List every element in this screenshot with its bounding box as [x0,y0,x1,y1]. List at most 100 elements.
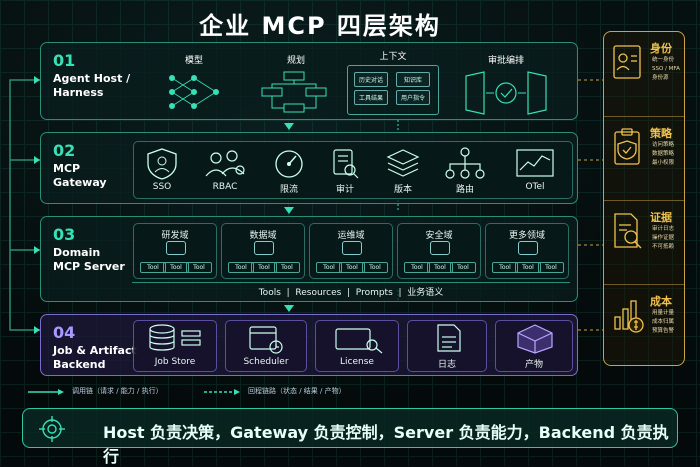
cost-chart-icon [614,300,644,333]
tool-chip: Tool [427,262,453,273]
layer-number: 01 [53,51,76,70]
page-title: 企业 MCP 四层架构 [199,12,441,40]
context-item: 工具结果 [354,90,388,105]
tool-chip: Tool [251,262,277,273]
tool-chip: Tool [316,262,342,273]
domain-label: 研发域 [161,231,189,241]
stage-planning: 规划 [251,53,341,119]
domain-icon [342,241,362,255]
target-icon [39,416,65,442]
tool-chip: Tool [339,262,365,273]
backend-scheduler: Scheduler [225,320,307,372]
backend-item-label: License [340,357,374,367]
layer-name: Agent Host / Harness [53,72,131,99]
gateway-version: 版本 [378,146,428,196]
log-file-icon [437,324,461,352]
governance-label: 证据 [650,211,672,224]
layer-number: 02 [53,141,76,160]
gateway-item-label: 审计 [335,185,354,195]
package-box-icon [517,324,553,354]
stage-model: 模型 [159,53,229,117]
gateway-audit: 审计 [320,146,370,196]
layer-name: Job & Artifact Backend [53,344,137,371]
layer-name: MCP Gateway [53,162,107,189]
audit-doc-icon [333,149,359,179]
routing-tree-icon [445,147,485,179]
governance-label: 身份 [650,42,672,55]
flow-arrow-down [284,305,294,312]
context-item: 知识库 [396,72,430,87]
domain-label: 运维域 [337,231,365,241]
stage-context: 上下文 历史对话 知识库 工具结果 用户指令 [347,49,439,115]
legend-solid-label: 调用链（请求 / 能力 / 执行） [72,387,163,395]
gateway-item-label: 限流 [279,185,298,195]
governance-desc: 用量计量 成本归属 预算告警 [652,310,675,334]
backend-artifacts: 产物 [495,320,573,372]
backend-item-label: Scheduler [243,357,289,367]
layer-number: 03 [53,225,76,244]
calendar-clock-icon [249,326,283,354]
governance-cost: 成本 用量计量 成本归属 预算告警 [604,284,684,364]
context-item: 用户指令 [396,90,430,105]
context-item: 历史对话 [354,72,388,87]
domain-icon [166,241,186,255]
gateway-item-label: 版本 [393,185,412,195]
backend-item-label: 产物 [524,360,543,370]
layer-gateway: 02 MCP Gateway SSO RBAC 限流 审计 版本 路由 OTe [40,132,578,204]
domain-icon [518,241,538,255]
gateway-otel: OTel [510,146,560,196]
legend-dashed-line [204,389,240,395]
gauge-icon [275,150,303,178]
governance-identity: 身份 统一身份 SSO / MFA 身份源 [604,32,684,112]
tool-chip: Tool [140,262,166,273]
governance-desc: 统一身份 SSO / MFA 身份源 [652,57,680,81]
layer-backend: 04 Job & Artifact Backend Job Store Sche… [40,314,578,376]
gateway-item-label: 路由 [455,185,474,195]
neural-net-icon [169,75,219,109]
layers-icon [386,149,420,177]
governance-evidence: 证据 审计日志 操作证据 不可抵赖 [604,200,684,280]
gateway-sso: SSO [140,146,184,196]
summary-text: Host 负责决策，Gateway 负责控制，Server 负责能力，Backe… [103,423,669,466]
governance-policy: 策略 访问策略 数据策略 最小权限 [604,116,684,196]
layer-number: 04 [53,323,76,342]
domain-label: 安全域 [425,231,453,241]
gateway-ratelimit: 限流 [264,146,314,196]
gateway-item-label: SSO [152,182,172,192]
server-primitives-tabs: Tools | Resources | Prompts | 业务语义 [132,282,570,300]
policy-clipboard-icon [614,128,640,165]
tool-chip: Tool [450,262,476,273]
tool-chip: Tool [404,262,430,273]
backend-license: License [315,320,399,372]
telemetry-chart-icon [516,149,554,177]
flowchart-icon [261,71,327,113]
domain-label: 更多领域 [508,231,545,241]
tool-chip: Tool [362,262,388,273]
governance-desc: 访问策略 数据策略 最小权限 [652,142,675,166]
tool-chip: Tool [492,262,518,273]
tool-chip: Tool [228,262,254,273]
tool-chip: Tool [274,262,300,273]
evidence-search-icon [614,213,642,249]
layer-agent-host: 01 Agent Host / Harness 模型 规划 上下文 历史对话 知… [40,42,578,120]
gateway-rbac: RBAC [200,146,250,196]
domain-icon [430,241,450,255]
summary-banner: Host 负责决策，Gateway 负责控制，Server 负责能力，Backe… [22,408,678,466]
stage-label: 上下文 [379,52,407,62]
shield-user-icon [147,148,177,180]
tool-chip: Tool [538,262,564,273]
id-card-icon [613,45,641,79]
backend-item-label: Job Store [154,357,196,367]
legend-dashed-label: 回程链路（状态 / 结果 / 产物） [248,387,346,395]
flow-arrow-down [284,207,294,214]
gateway-item-label: RBAC [212,182,238,192]
governance-label: 策略 [650,127,672,140]
flow-arrow-down [284,123,294,130]
license-key-icon [335,328,383,354]
